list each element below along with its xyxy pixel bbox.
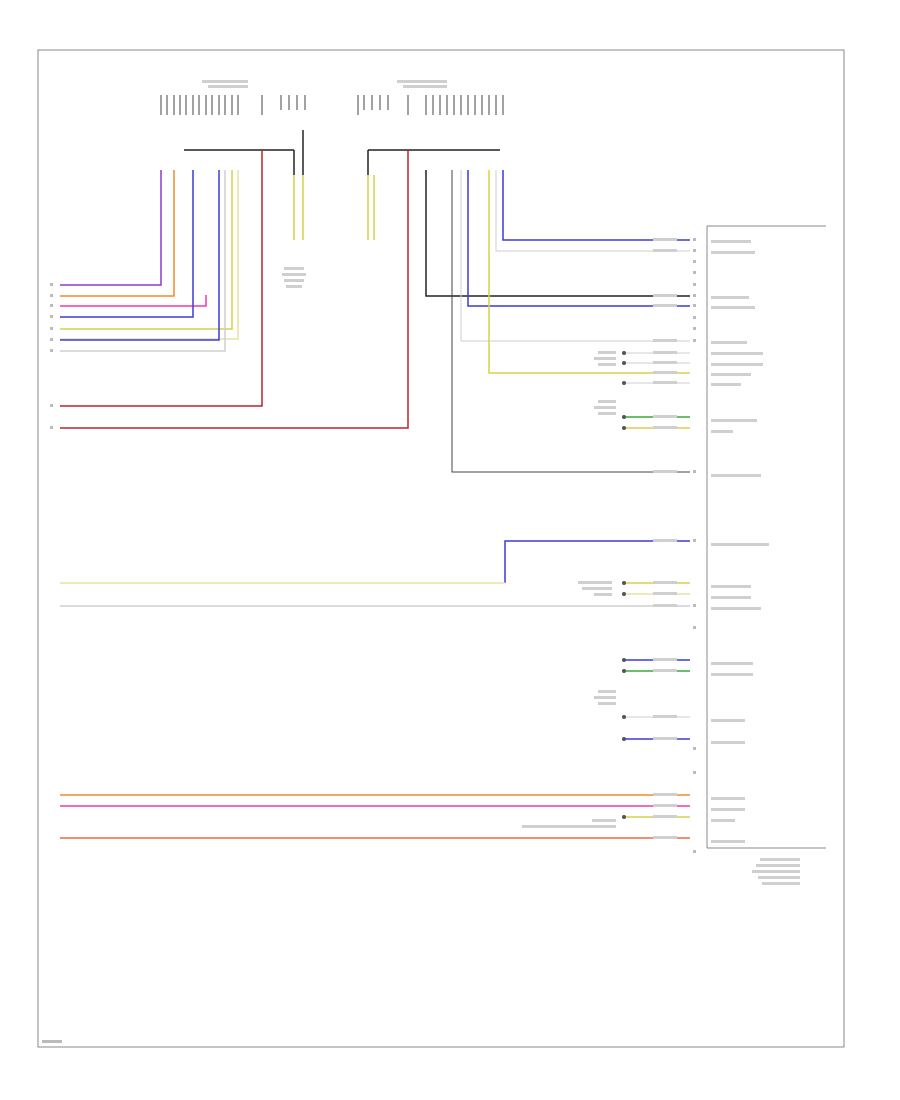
wire-code-group	[653, 238, 677, 839]
diagram-border	[37, 49, 845, 1048]
right-stub-group	[625, 352, 690, 818]
note-group	[282, 267, 616, 828]
module-label-group	[711, 240, 800, 885]
left-wire-group	[60, 150, 409, 429]
bottom-wire-group	[60, 794, 690, 839]
connector-center	[357, 80, 504, 175]
footer-code-block	[42, 1040, 62, 1043]
right-wire-group	[60, 170, 690, 607]
left-pin-labels	[50, 283, 53, 429]
connector-left	[160, 80, 306, 175]
right-module	[706, 225, 826, 849]
splice-dot-group	[622, 351, 626, 819]
module-pin-ticks	[693, 238, 696, 853]
